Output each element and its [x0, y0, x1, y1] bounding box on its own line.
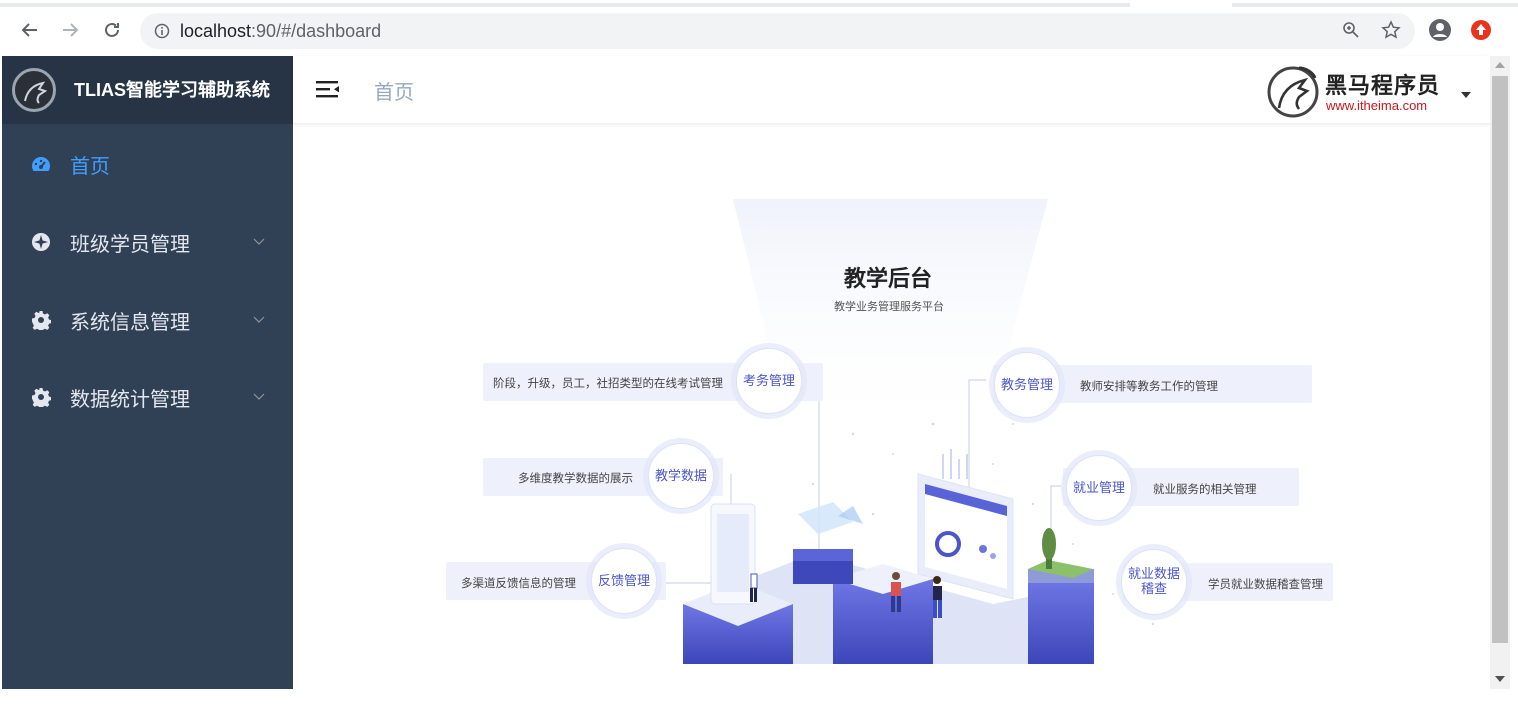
feature-label: 就业管理 — [1072, 481, 1125, 496]
feature-label: 教务管理 — [1000, 378, 1053, 393]
app-title: TLIAS智能学习辅助系统 — [74, 80, 270, 100]
horse-logo-icon — [1267, 66, 1319, 118]
forward-icon[interactable] — [58, 18, 82, 42]
feature-label: 就业数据稽查 — [1127, 567, 1180, 597]
feature-circle — [1121, 549, 1187, 615]
address-bar[interactable]: localhost:90/#/dashboard — [140, 13, 1415, 49]
url-path: :90/#/dashboard — [251, 20, 382, 41]
feature-desc: 多渠道反馈信息的管理 — [461, 576, 576, 590]
scroll-down-icon[interactable] — [1495, 676, 1505, 682]
app: TLIAS智能学习辅助系统 首页 班级学员管理 系统信息管理 — [0, 56, 1490, 689]
chevron-down-icon — [252, 235, 266, 249]
page-scrollbar[interactable] — [1490, 56, 1510, 689]
dashboard-icon — [30, 153, 52, 175]
feature-label: 反馈管理 — [597, 574, 650, 589]
feature-label: 考务管理 — [742, 374, 795, 389]
sidebar-item-home[interactable]: 首页 — [2, 136, 293, 192]
brand-url: www.itheima.com — [1326, 98, 1428, 113]
navbar: 首页 黑马程序员 www.itheima.com — [293, 56, 1490, 124]
menu-toggle-icon[interactable] — [315, 78, 341, 100]
illustration-subtitle: 教学业务管理服务平台 — [834, 300, 944, 313]
sidebar-item-label: 班级学员管理 — [70, 231, 190, 256]
feature-desc: 就业服务的相关管理 — [1153, 482, 1257, 496]
scroll-thumb[interactable] — [1492, 76, 1508, 643]
feature-desc: 学员就业数据稽查管理 — [1208, 577, 1323, 591]
tab-strip — [1232, 3, 1518, 7]
horse-logo-icon — [12, 68, 56, 112]
info-icon[interactable] — [154, 23, 170, 39]
feature-circle — [1066, 455, 1132, 521]
compass-icon — [30, 231, 52, 253]
reload-icon[interactable] — [100, 18, 124, 42]
back-icon[interactable] — [18, 18, 42, 42]
sidebar-item-label: 系统信息管理 — [70, 309, 190, 334]
main-content: 首页 黑马程序员 www.itheima.com — [293, 56, 1490, 689]
brand-name: 黑马程序员 — [1325, 74, 1441, 99]
feature-circle — [648, 443, 714, 509]
star-icon[interactable] — [1379, 18, 1403, 42]
feature-desc: 阶段，升级，员工，社招类型的在线考试管理 — [493, 376, 723, 390]
breadcrumb[interactable]: 首页 — [374, 80, 414, 104]
zoom-icon[interactable] — [1339, 18, 1363, 42]
tab-strip — [0, 3, 1130, 7]
browser-toolbar: localhost:90/#/dashboard — [0, 0, 1518, 56]
feature-desc: 教师安排等教务工作的管理 — [1080, 379, 1218, 393]
scroll-up-icon[interactable] — [1495, 62, 1505, 68]
sidebar: TLIAS智能学习辅助系统 首页 班级学员管理 系统信息管理 — [2, 56, 293, 689]
account-icon[interactable] — [1428, 18, 1452, 42]
chevron-down-icon — [252, 313, 266, 327]
feature-circle — [736, 348, 802, 414]
feature-desc: 多维度教学数据的展示 — [518, 471, 633, 485]
caret-down-icon — [1461, 92, 1471, 98]
gear-icon — [30, 309, 52, 331]
feature-circle — [591, 548, 657, 614]
sidebar-item-label: 数据统计管理 — [70, 386, 190, 411]
url-host: localhost — [180, 20, 252, 41]
feature-label: 教学数据 — [654, 469, 707, 484]
sidebar-logo-area: TLIAS智能学习辅助系统 — [2, 56, 293, 124]
update-icon[interactable] — [1469, 18, 1493, 42]
gear-icon — [30, 386, 52, 408]
sidebar-item-data-stats[interactable]: 数据统计管理 — [2, 369, 293, 425]
user-dropdown[interactable]: 黑马程序员 www.itheima.com — [1265, 62, 1475, 120]
url-text: localhost:90/#/dashboard — [180, 21, 381, 42]
feature-circle — [994, 352, 1060, 418]
dashboard-illustration — [663, 199, 1155, 664]
sidebar-item-system-info[interactable]: 系统信息管理 — [2, 292, 293, 348]
sidebar-item-class-students[interactable]: 班级学员管理 — [2, 214, 293, 270]
chevron-down-icon — [252, 390, 266, 404]
sidebar-item-label: 首页 — [70, 153, 110, 178]
illustration-title: 教学后台 — [844, 267, 933, 292]
